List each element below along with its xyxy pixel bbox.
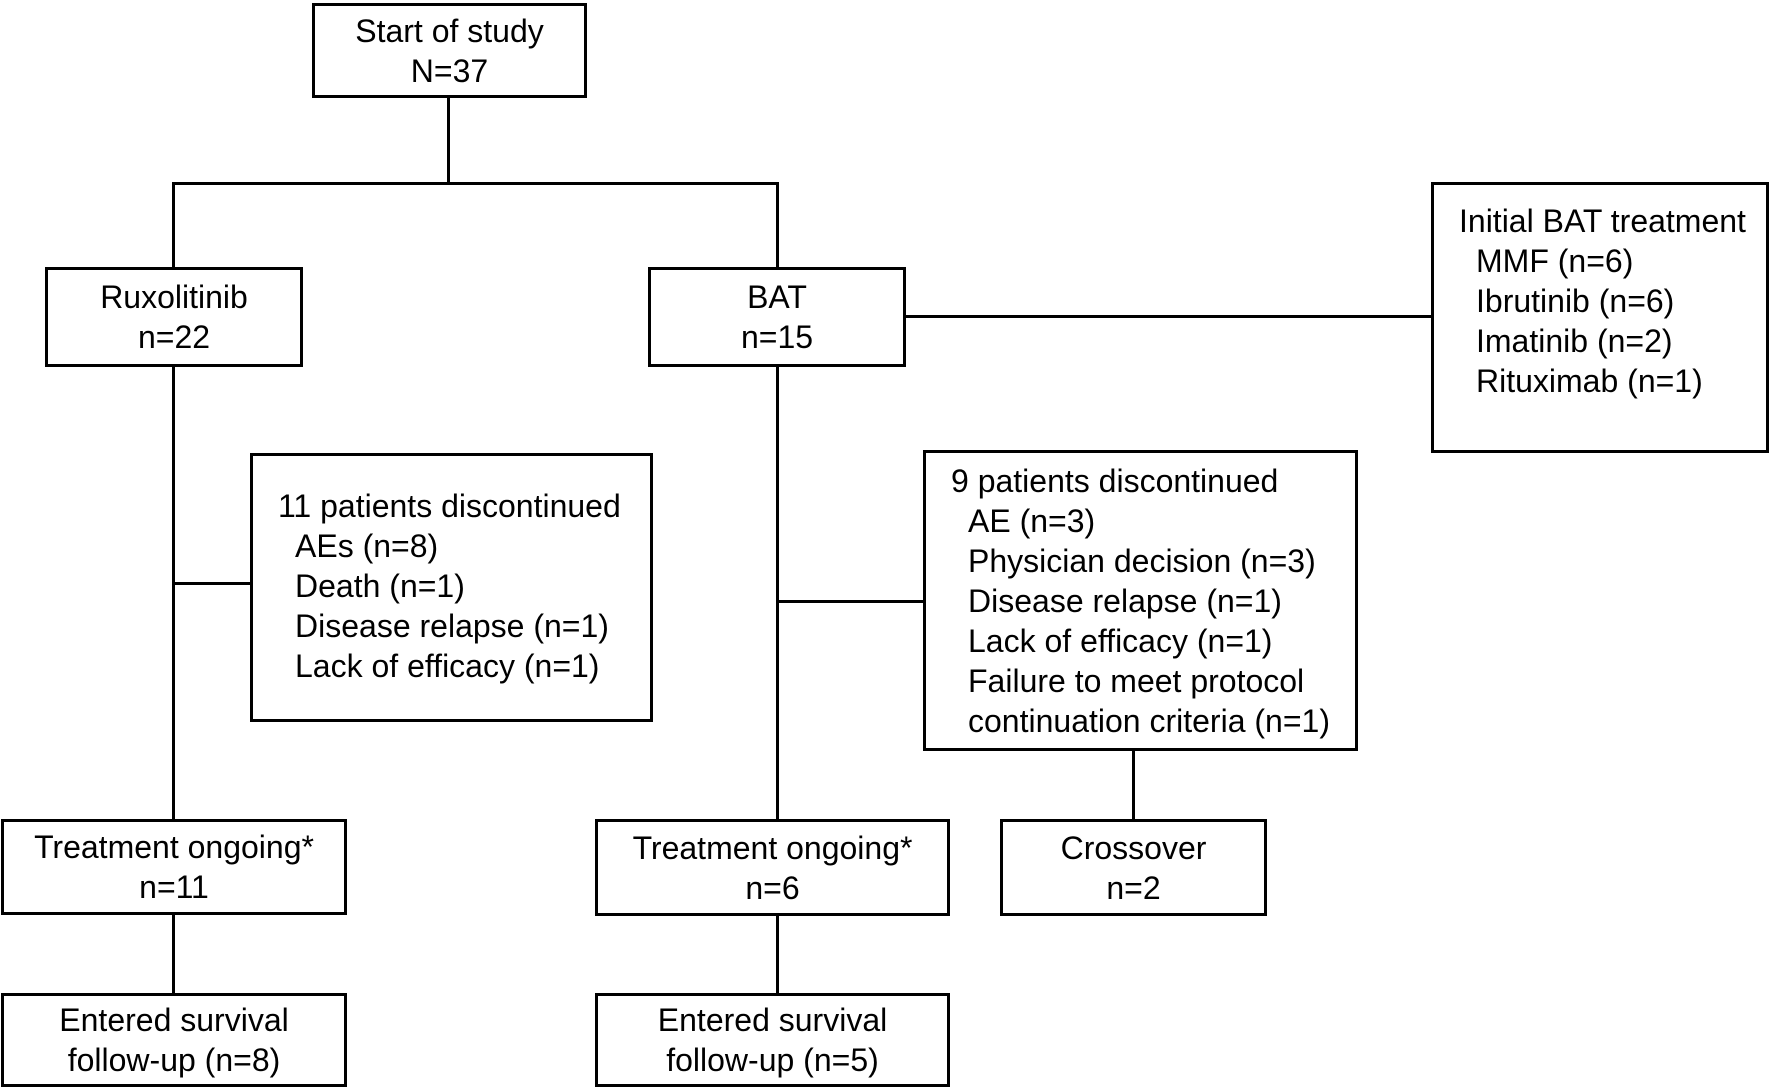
initial-bat-treatment-heading: Initial BAT treatment bbox=[1459, 203, 1746, 239]
ruxolitinib-discontinued-aes: AEs (n=8) bbox=[295, 528, 439, 564]
initial-bat-item-imatinib: Imatinib (n=2) bbox=[1476, 323, 1673, 359]
ruxolitinib-arm-label: Ruxolitinib bbox=[100, 279, 248, 315]
bat-discontinued-protocol-failure: Failure to meet protocol continuation cr… bbox=[968, 663, 1330, 739]
connector-bat-drop bbox=[776, 182, 779, 267]
connector-start-drop bbox=[447, 98, 450, 185]
bat-ongoing-label: Treatment ongoing* bbox=[632, 829, 913, 866]
bat-discontinued-ae: AE (n=3) bbox=[968, 503, 1096, 539]
bat-ongoing-count: n=6 bbox=[745, 869, 800, 906]
ruxolitinib-ongoing-label: Treatment ongoing* bbox=[34, 829, 314, 865]
connector-discontinued-to-crossover bbox=[1132, 751, 1135, 819]
connector-ruxolitinib-to-survival bbox=[172, 915, 175, 993]
bat-discontinued-efficacy: Lack of efficacy (n=1) bbox=[968, 623, 1273, 659]
ruxolitinib-discontinued-heading: 11 patients discontinued bbox=[278, 488, 621, 524]
crossover-count: n=2 bbox=[1106, 869, 1161, 906]
bat-arm-box: BAT n=15 bbox=[648, 267, 906, 367]
crossover-label: Crossover bbox=[1060, 829, 1207, 866]
bat-discontinued-box: 9 patients discontinued AE (n=3) Physici… bbox=[923, 450, 1358, 751]
connector-branch-horizontal bbox=[172, 182, 779, 185]
bat-discontinued-physician: Physician decision (n=3) bbox=[968, 543, 1316, 579]
connector-ruxolitinib-discontinued bbox=[172, 582, 252, 585]
bat-arm-count: n=15 bbox=[740, 319, 814, 355]
ruxolitinib-arm-count: n=22 bbox=[137, 319, 211, 355]
initial-bat-item-mmf: MMF (n=6) bbox=[1476, 243, 1634, 279]
connector-bat-to-survival bbox=[776, 915, 779, 993]
connector-bat-to-initial-bat bbox=[906, 315, 1433, 318]
bat-survival-line1: Entered survival bbox=[657, 1002, 888, 1038]
ruxolitinib-discontinued-relapse: Disease relapse (n=1) bbox=[295, 608, 609, 644]
initial-bat-treatment-box: Initial BAT treatment MMF (n=6) Ibrutini… bbox=[1431, 182, 1769, 453]
ruxolitinib-arm-box: Ruxolitinib n=22 bbox=[45, 267, 303, 367]
ruxolitinib-ongoing-count: n=11 bbox=[139, 869, 209, 905]
start-of-study-label: Start of study bbox=[355, 12, 544, 49]
initial-bat-item-rituximab: Rituximab (n=1) bbox=[1476, 363, 1703, 399]
ruxolitinib-discontinued-box: 11 patients discontinued AEs (n=8) Death… bbox=[250, 453, 653, 722]
ruxolitinib-survival-line1: Entered survival bbox=[59, 1002, 289, 1038]
start-of-study-box: Start of study N=37 bbox=[312, 3, 587, 98]
start-of-study-count: N=37 bbox=[410, 52, 489, 89]
ruxolitinib-survival-box: Entered survival follow-up (n=8) bbox=[1, 993, 347, 1087]
bat-survival-line2: follow-up (n=5) bbox=[666, 1042, 879, 1078]
ruxolitinib-ongoing-box: Treatment ongoing* n=11 bbox=[1, 819, 347, 915]
bat-discontinued-relapse: Disease relapse (n=1) bbox=[968, 583, 1282, 619]
connector-bat-trunk bbox=[776, 367, 779, 819]
connector-ruxolitinib-trunk bbox=[172, 367, 175, 819]
initial-bat-item-ibrutinib: Ibrutinib (n=6) bbox=[1476, 283, 1675, 319]
ruxolitinib-discontinued-efficacy: Lack of efficacy (n=1) bbox=[295, 648, 600, 684]
bat-discontinued-heading: 9 patients discontinued bbox=[951, 463, 1279, 499]
ruxolitinib-survival-line2: follow-up (n=8) bbox=[67, 1042, 281, 1078]
bat-arm-label: BAT bbox=[747, 279, 807, 315]
crossover-box: Crossover n=2 bbox=[1000, 819, 1267, 916]
bat-survival-box: Entered survival follow-up (n=5) bbox=[595, 993, 950, 1087]
ruxolitinib-discontinued-death: Death (n=1) bbox=[295, 568, 465, 604]
connector-bat-discontinued bbox=[776, 600, 925, 603]
bat-ongoing-box: Treatment ongoing* n=6 bbox=[595, 819, 950, 916]
connector-ruxolitinib-drop bbox=[172, 182, 175, 267]
